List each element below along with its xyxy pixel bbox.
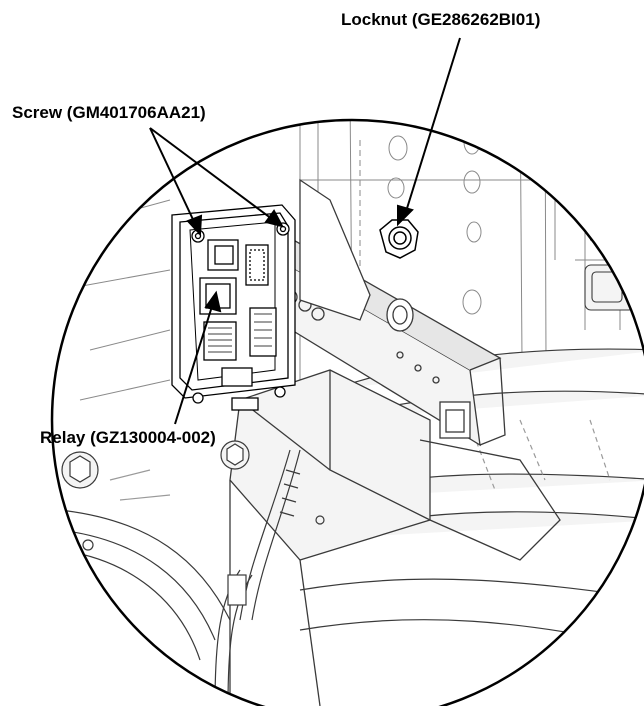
background-frame — [59, 120, 640, 420]
relay-box — [171, 204, 296, 411]
tie-wraps — [227, 469, 301, 606]
locknut-leader — [403, 37, 461, 219]
locknut — [379, 219, 419, 259]
relay-arrowhead — [204, 290, 222, 313]
screw-leader-2 — [149, 127, 277, 223]
relay-leader — [174, 299, 215, 425]
locknut-callout: Locknut (GE286262BI01) — [341, 10, 541, 29]
locknut-arrowhead — [397, 204, 414, 227]
wire-harness — [59, 440, 325, 706]
detail-circle — [50, 118, 644, 706]
leader-lines — [149, 37, 461, 425]
screw-arrowhead-1 — [186, 214, 203, 237]
screw-callout: Screw (GM401706AA21) — [12, 103, 206, 122]
detail-view — [59, 120, 644, 706]
crossmember — [229, 369, 561, 706]
screw-arrowhead-2 — [264, 209, 284, 228]
relay-callout: Relay (GZ130004-002) — [40, 428, 216, 447]
side-connectors — [584, 204, 636, 311]
screw-leader-1 — [149, 127, 198, 229]
